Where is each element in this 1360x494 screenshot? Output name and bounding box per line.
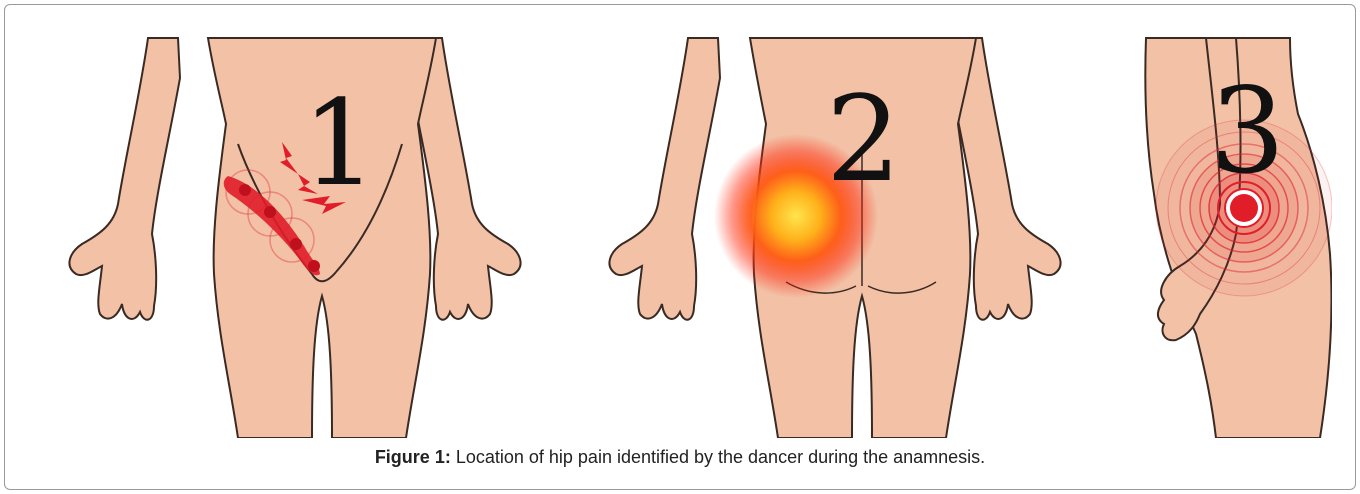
figure-caption: Figure 1: Location of hip pain identifie… — [0, 447, 1360, 468]
caption-text: Location of hip pain identified by the d… — [451, 447, 985, 467]
panel-3-number: 3 — [1210, 62, 1285, 200]
panel-2-number: 2 — [826, 70, 901, 208]
figure-illustration: 1 2 3 — [30, 34, 1332, 438]
panel-1-number: 1 — [302, 74, 377, 212]
caption-label: Figure 1: — [375, 447, 451, 467]
